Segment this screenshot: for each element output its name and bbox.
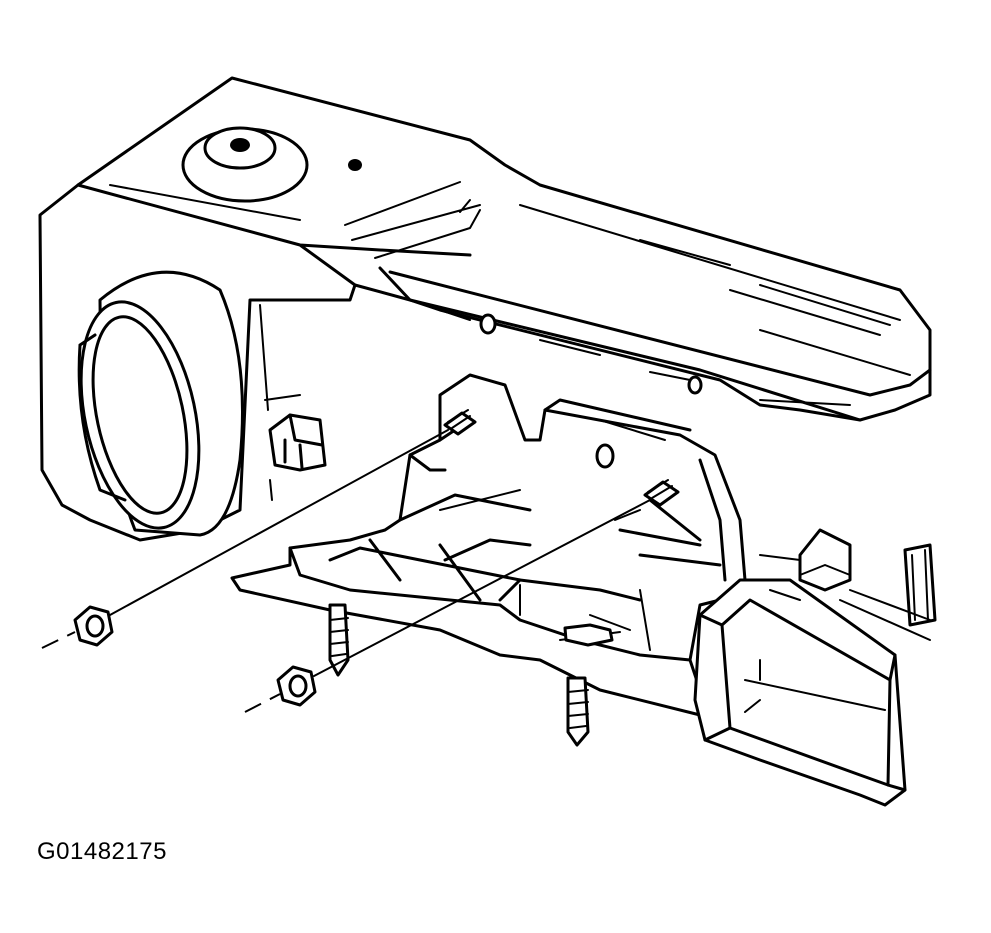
adjacent-housing [759, 528, 937, 641]
housing-right-lines [409, 204, 911, 406]
explode-line-right [244, 693, 281, 713]
housing-top-lines [109, 181, 481, 259]
duct-rim [698, 613, 907, 792]
bracket-connector [563, 623, 614, 647]
outlet-ring-inner [91, 315, 189, 515]
lower-screw-right [566, 676, 590, 747]
assembly-lines [41, 429, 651, 713]
body-hole-2 [687, 375, 703, 395]
figure-id-label: G01482175 [37, 838, 167, 865]
explode-line-left-solid [109, 429, 449, 616]
lower-screw-left [328, 603, 350, 677]
round-outlet [77, 270, 244, 537]
bracket-hole [595, 443, 615, 469]
top-small-hole [348, 159, 362, 171]
top-boss-hole [230, 138, 250, 152]
duct-inner-lines [744, 659, 886, 713]
explode-line-right-solid [313, 499, 651, 677]
hvac-housing [38, 76, 932, 542]
bracket-inner-lines [288, 398, 727, 662]
rectangular-duct [693, 578, 907, 807]
left-clip [259, 304, 327, 501]
mounting-bracket [230, 373, 747, 747]
explode-line-left [41, 631, 76, 649]
body-hole-1 [479, 313, 497, 335]
outlet-lip [77, 333, 127, 502]
bracket-outline [230, 373, 747, 717]
fastener-nuts [73, 605, 317, 707]
housing-ridge [76, 183, 472, 287]
housing-right-body [378, 266, 932, 422]
